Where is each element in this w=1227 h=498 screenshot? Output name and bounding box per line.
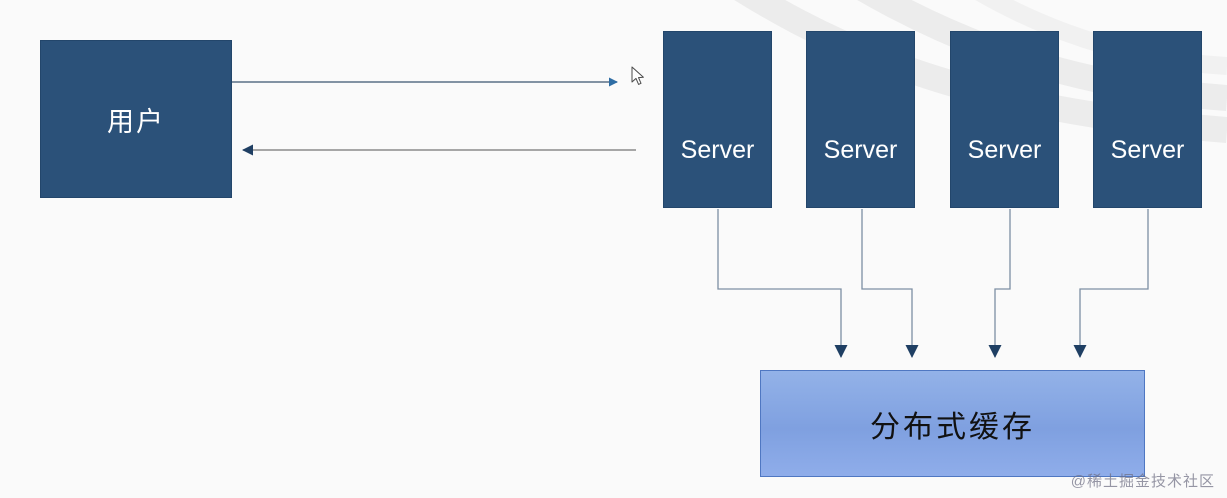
mouse-pointer-icon (631, 66, 644, 85)
node-server-4[interactable]: Server (1093, 31, 1202, 208)
node-server-3-label: Server (967, 136, 1042, 164)
node-distributed-cache-label: 分布式缓存 (870, 410, 1035, 444)
wire-server-4-to-cache (1073, 209, 1149, 358)
node-server-4-label: Server (1110, 136, 1185, 164)
watermark-text: @稀土掘金技术社区 (1070, 473, 1215, 490)
node-user-label: 用户 (107, 106, 165, 137)
node-distributed-cache[interactable]: 分布式缓存 (760, 370, 1145, 477)
node-server-2-label: Server (823, 136, 898, 164)
wire-server-1-to-cache (717, 209, 848, 358)
node-server-1-label: Server (680, 136, 755, 164)
node-server-1[interactable]: Server (663, 31, 772, 208)
wire-server-3-to-cache (988, 209, 1011, 358)
node-server-3[interactable]: Server (950, 31, 1059, 208)
node-user[interactable]: 用户 (40, 40, 232, 198)
wire-server-2-to-cache (861, 209, 919, 358)
node-server-2[interactable]: Server (806, 31, 915, 208)
